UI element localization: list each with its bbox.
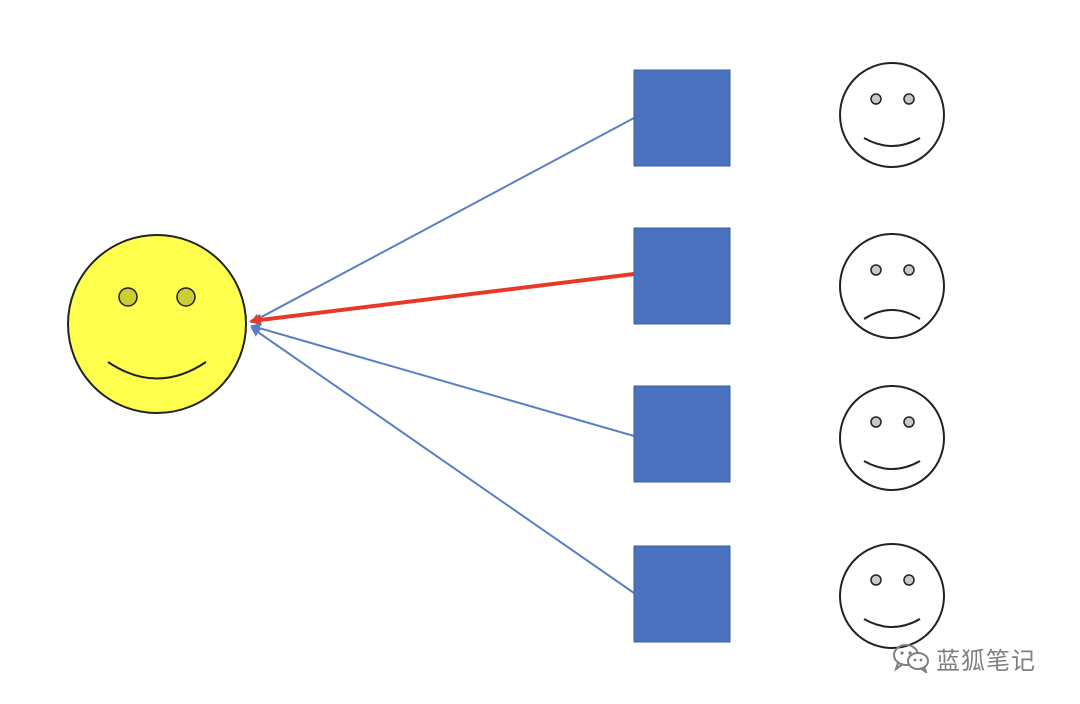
watermark-text: 蓝狐笔记 xyxy=(936,646,1036,675)
node-square-3 xyxy=(633,385,731,483)
arrow-node-2 xyxy=(249,272,635,326)
arrow-node-4 xyxy=(250,326,635,594)
central-face-smile xyxy=(107,361,207,380)
watermark: 蓝狐笔记 xyxy=(892,640,1036,676)
outline-smiley-face-1 xyxy=(839,62,945,168)
outline-frowning-face xyxy=(839,233,945,339)
central-face-left-eye xyxy=(118,287,138,307)
node-square-1 xyxy=(633,69,731,167)
central-smiley-face xyxy=(67,234,247,414)
node-square-2 xyxy=(633,227,731,325)
arrow-node-3 xyxy=(250,323,635,437)
node-square-4 xyxy=(633,545,731,643)
outline-smiley-face-4 xyxy=(839,543,945,649)
central-face-right-eye xyxy=(176,287,196,307)
arrow-node-1 xyxy=(250,117,635,323)
outline-smiley-face-3 xyxy=(839,385,945,491)
wechat-icon xyxy=(892,643,930,673)
